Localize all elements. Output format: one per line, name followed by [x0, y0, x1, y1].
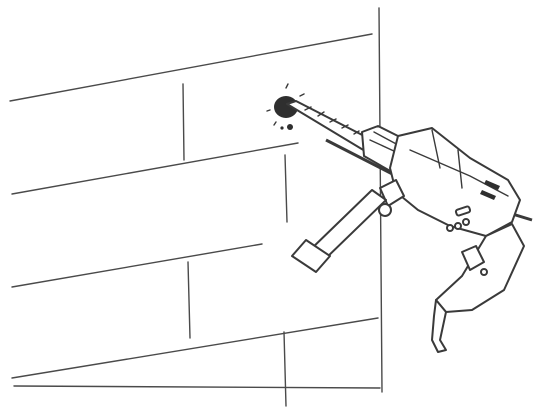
dust-particles-icon: [266, 83, 305, 130]
body-seam: [409, 149, 509, 197]
side-handle-grip: [291, 239, 331, 273]
power-cord: [431, 299, 447, 353]
brick-wall-icon: [9, 7, 383, 407]
mortar-line: [9, 33, 373, 102]
dust-chip: [287, 124, 293, 130]
brick-joint: [283, 331, 287, 407]
control-dot: [462, 218, 470, 226]
hammer-drill-icon: [286, 100, 533, 353]
brick-joint: [187, 261, 191, 339]
control-dot: [454, 222, 462, 230]
brick-joint: [284, 154, 288, 223]
brick-joint: [182, 83, 185, 161]
dust-mark: [266, 109, 271, 112]
wall-bottom-edge: [13, 385, 381, 389]
air-vents: [480, 180, 500, 200]
lock-button: [480, 268, 488, 276]
mortar-line: [11, 243, 263, 288]
mode-switch: [454, 205, 472, 217]
mortar-line: [11, 142, 299, 195]
mortar-line: [11, 317, 379, 379]
drill-body: [389, 127, 521, 237]
clamp-knob: [378, 203, 392, 217]
control-dot: [446, 224, 454, 232]
body-seam: [431, 129, 463, 189]
bit-flutes: [304, 106, 360, 135]
dust-mark: [299, 93, 305, 97]
pistol-grip: [435, 223, 525, 313]
dust-mark: [273, 121, 277, 126]
trigger: [461, 245, 485, 271]
dust-chip: [280, 126, 284, 130]
dust-mark: [285, 83, 289, 89]
drill-bit: [286, 100, 373, 152]
